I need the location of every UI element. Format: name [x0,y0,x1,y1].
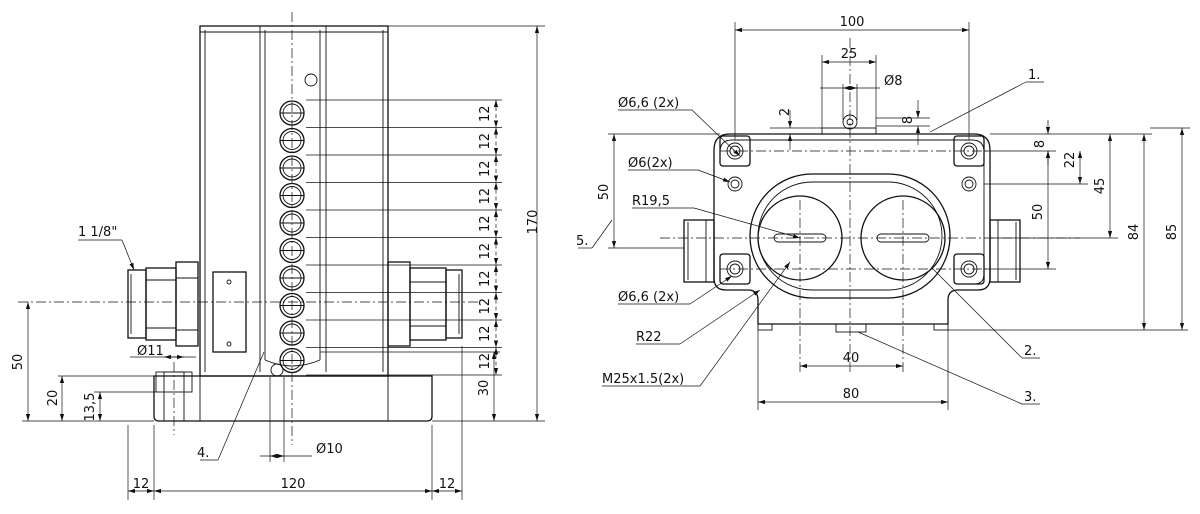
dim-12-pitch: 12 [478,270,493,287]
side-view: 12 12 12 12 12 12 12 12 12 12 [18,12,502,445]
label-m25-thread: M25x1.5(2x) [602,372,684,387]
dim-84: 84 [1127,224,1142,241]
dim-12-pitch: 12 [478,105,493,122]
label-thread-1-1-8: 1 1/8" [78,225,117,240]
callout-1: 1. [1028,68,1040,83]
dim-8-right: 8 [1033,140,1048,148]
side-hole [279,182,305,209]
dim-dia-11: Ø11 [137,344,164,359]
dim-120: 120 [281,477,306,492]
dim-2: 2 [778,108,793,116]
dim-45: 45 [1093,178,1108,195]
dim-80: 80 [843,387,860,402]
dim-12-pitch: 12 [478,188,493,205]
side-bottom-pin [270,363,284,377]
side-hole [279,265,305,291]
dim-22: 22 [1063,152,1078,169]
dim-12-pitch: 12 [478,325,493,342]
label-hole-6-6-top: Ø6,6 (2x) [618,96,679,111]
side-top-screw [304,73,318,87]
side-base-flange [153,371,433,422]
dim-12-pitch: 12 [478,243,493,260]
dim-12-left: 12 [133,477,150,492]
side-hole [279,320,305,346]
front-left-gland [683,219,715,283]
dim-85: 85 [1165,224,1180,241]
dim-170: 170 [526,210,541,235]
side-hole [279,100,305,126]
callout-2: 2. [1024,344,1036,359]
front-housing-outline [713,133,991,325]
dim-25: 25 [841,47,858,62]
dim-12-pitch: 12 [478,353,493,370]
side-actuator-holes [279,100,305,374]
front-top-pin [821,114,877,135]
dim-20: 20 [46,390,61,407]
side-hole [279,347,305,374]
callout-5: 5. [576,234,588,249]
dim-100: 100 [840,15,865,30]
dim-13-5: 13,5 [83,393,98,422]
side-label-plate [212,271,247,353]
dim-dia-8: Ø8 [884,74,903,89]
dim-12-pitch: 12 [478,215,493,232]
dim-12-pitch: 12 [478,133,493,150]
callout-4: 4. [197,446,209,461]
front-view [660,38,1080,372]
dim-dia-10: Ø10 [316,442,343,457]
side-right-cable-gland [387,261,463,347]
front-bottom-feet [757,323,949,333]
side-hole [279,127,305,154]
side-hole [279,210,305,236]
label-hole-6-6-bottom: Ø6,6 (2x) [618,290,679,305]
dim-50-side: 50 [11,354,26,371]
side-hole [279,292,305,319]
callout-3: 3. [1024,390,1036,405]
dim-12-pitch: 12 [478,160,493,177]
side-left-cable-gland [127,261,199,347]
front-right-gland [989,219,1021,283]
side-housing [199,25,389,377]
dim-50-right: 50 [1031,204,1046,221]
pitch-dimension-stack: 12 12 12 12 12 12 12 12 12 12 [306,99,502,376]
dim-40: 40 [843,351,860,366]
label-hole-6: Ø6(2x) [628,156,673,171]
dim-8-top: 8 [901,116,916,124]
side-hole [279,237,305,264]
label-r22: R22 [636,330,662,345]
side-dimensions: 170 30 50 20 13,5 Ø11 Ø10 12 [11,25,545,500]
label-r19-5: R19,5 [632,194,670,209]
dim-30: 30 [477,380,492,397]
dim-12-right: 12 [439,477,456,492]
dim-12-pitch: 12 [478,298,493,315]
dim-50-left: 50 [597,184,612,201]
front-dimensions: 100 25 Ø8 2 8 8 22 [576,15,1190,410]
side-hole [279,155,305,181]
